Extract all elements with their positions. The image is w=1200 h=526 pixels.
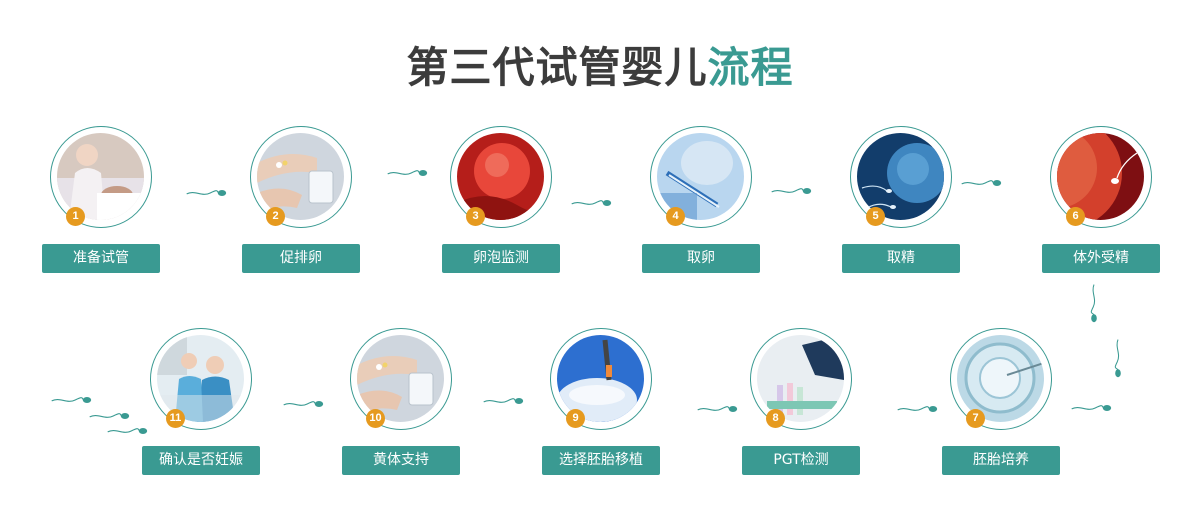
sperm-decoration-icon (482, 395, 524, 407)
step-label[interactable]: 体外受精 (1042, 244, 1160, 273)
step-number: 5 (866, 207, 885, 226)
step-circle: 7 (950, 328, 1052, 430)
sperm-decoration-icon (960, 177, 1002, 189)
egg-retrieval-photo-icon (657, 133, 744, 220)
step-circle: 1 (50, 126, 152, 228)
sperm-decoration-icon (1070, 402, 1112, 414)
sperm-decoration-icon (282, 398, 324, 410)
step-label[interactable]: 促排卵 (242, 244, 360, 273)
step-circle: 11 (150, 328, 252, 430)
sperm-decoration-icon (185, 187, 227, 199)
sperm-decoration-icon (50, 394, 92, 406)
embryo-culture-photo-icon (957, 335, 1044, 422)
pills-water-photo-icon (357, 335, 444, 422)
step-label[interactable]: 准备试管 (42, 244, 160, 273)
step-circle: 3 (450, 126, 552, 228)
sperm-decoration-icon (386, 167, 428, 179)
follicle-photo-icon (457, 133, 544, 220)
sperm-decoration-icon (1088, 283, 1100, 323)
step-label[interactable]: 卵泡监测 (442, 244, 560, 273)
nurse-patient-photo-icon (57, 133, 144, 220)
step-circle: 9 (550, 328, 652, 430)
sperm-egg-photo-icon (857, 133, 944, 220)
page-title: 第三代试管婴儿流程 (0, 34, 1200, 95)
step-number: 10 (366, 409, 385, 428)
test-tubes-photo-icon (757, 335, 844, 422)
cryo-transfer-photo-icon (557, 335, 644, 422)
sperm-decoration-icon (1112, 338, 1124, 378)
sperm-decoration-icon (696, 403, 738, 415)
sperm-decoration-icon (570, 197, 612, 209)
doctors-ultrasound-photo-icon (157, 335, 244, 422)
sperm-decoration-icon (88, 410, 130, 422)
title-accent: 流程 (707, 43, 794, 92)
step-number: 11 (166, 409, 185, 428)
fertilization-photo-icon (1057, 133, 1144, 220)
step-circle: 2 (250, 126, 352, 228)
step-circle: 6 (1050, 126, 1152, 228)
step-number: 7 (966, 409, 985, 428)
step-number: 2 (266, 207, 285, 226)
title-main: 第三代试管婴儿 (406, 43, 708, 92)
step-circle: 8 (750, 328, 852, 430)
step-label[interactable]: 取精 (842, 244, 960, 273)
step-number: 1 (66, 207, 85, 226)
step-label[interactable]: 选择胚胎移植 (542, 446, 660, 475)
step-circle: 4 (650, 126, 752, 228)
step-number: 8 (766, 409, 785, 428)
step-circle: 5 (850, 126, 952, 228)
sperm-decoration-icon (896, 403, 938, 415)
pills-water-photo-icon (257, 133, 344, 220)
sperm-decoration-icon (770, 185, 812, 197)
step-number: 9 (566, 409, 585, 428)
step-number: 6 (1066, 207, 1085, 226)
step-label[interactable]: 黄体支持 (342, 446, 460, 475)
sperm-decoration-icon (106, 425, 148, 437)
step-label[interactable]: 确认是否妊娠 (142, 446, 260, 475)
step-circle: 10 (350, 328, 452, 430)
step-number: 3 (466, 207, 485, 226)
step-label[interactable]: PGT检测 (742, 446, 860, 475)
step-label[interactable]: 取卵 (642, 244, 760, 273)
step-label[interactable]: 胚胎培养 (942, 446, 1060, 475)
step-number: 4 (666, 207, 685, 226)
